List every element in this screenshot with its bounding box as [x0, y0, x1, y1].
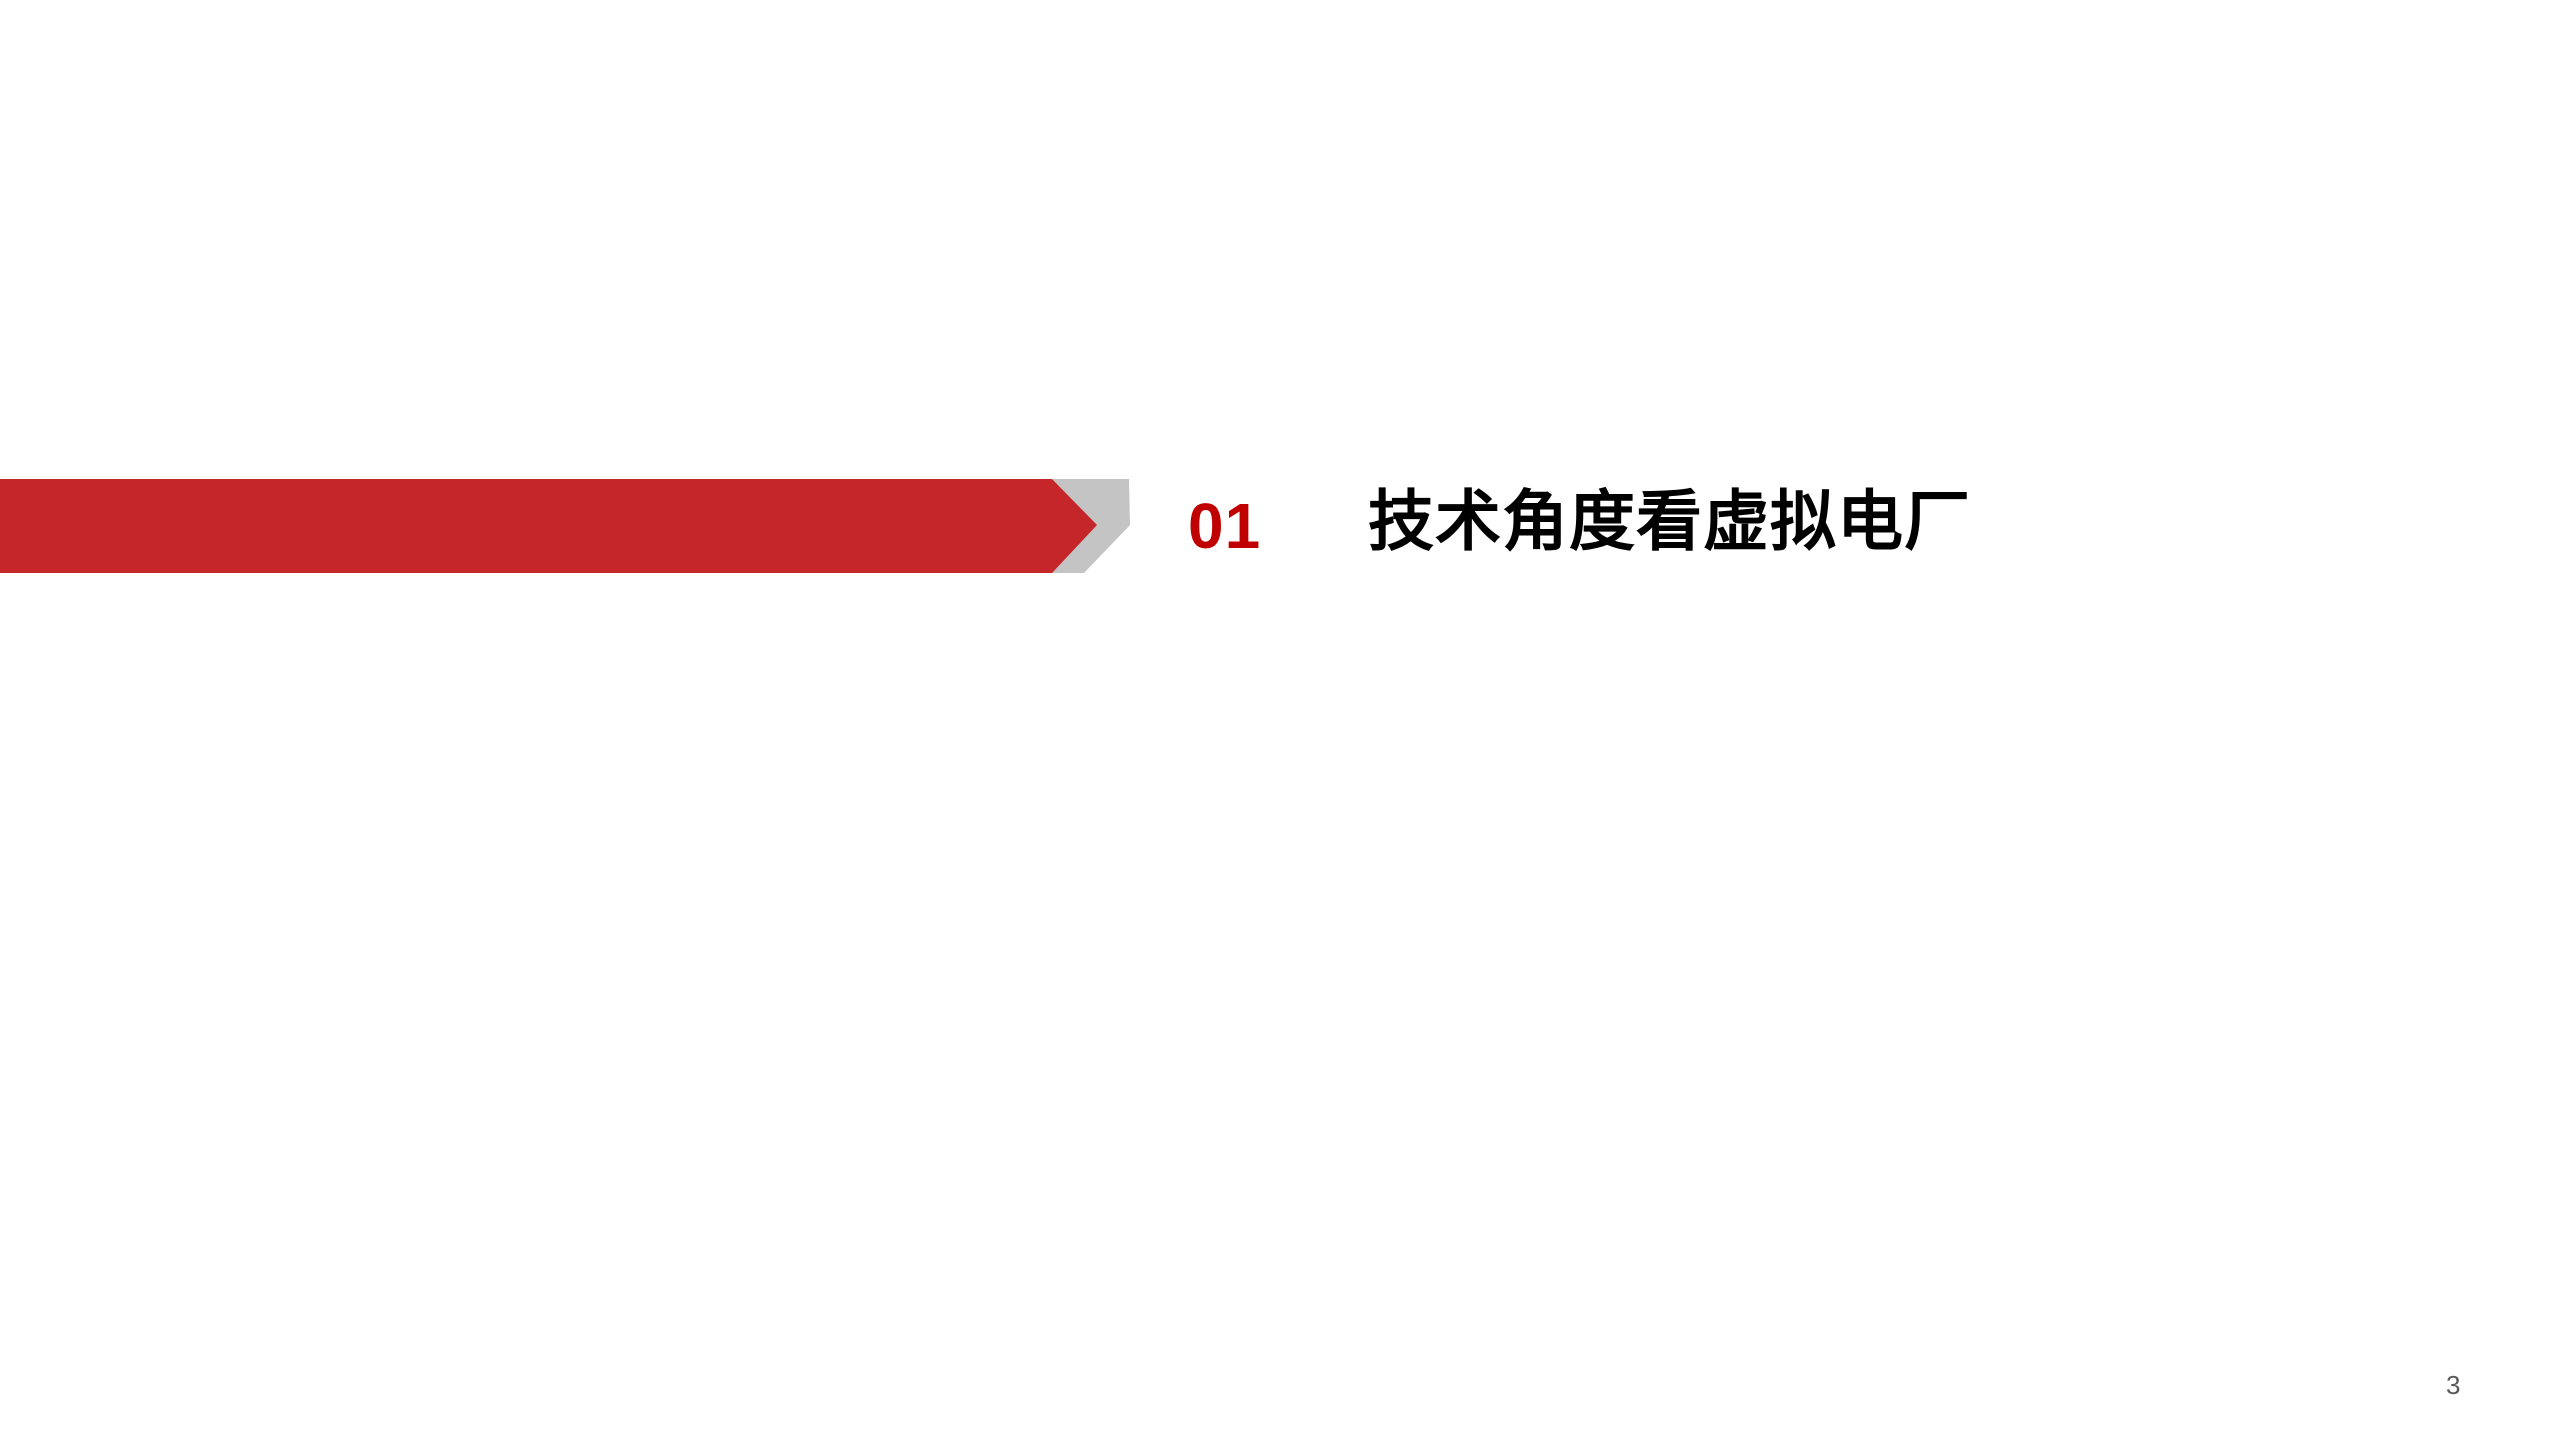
- section-banner: [0, 479, 1140, 573]
- section-number: 01: [1188, 490, 1262, 562]
- section-title: 技术角度看虚拟电厂: [1368, 483, 1971, 560]
- arrow-banner-icon: [0, 479, 1130, 573]
- page-number: 3: [2446, 1370, 2461, 1400]
